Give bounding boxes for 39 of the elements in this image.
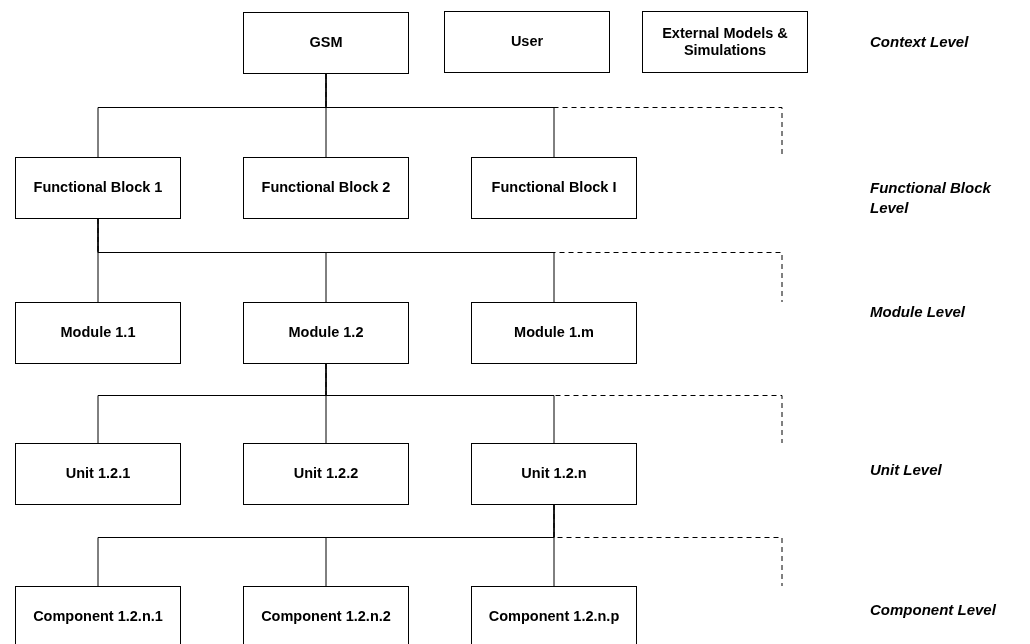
- hierarchy-box: [243, 443, 409, 505]
- box-label: External Models & Simulations: [661, 24, 789, 60]
- hierarchy-box: [243, 586, 409, 644]
- box-label: Component 1.2.n.p: [487, 608, 621, 626]
- hierarchy-box: [243, 302, 409, 364]
- level-label: Context Level: [870, 32, 970, 52]
- level-label: Component Level: [870, 600, 997, 620]
- hierarchy-box: [642, 11, 808, 73]
- box-label: Component 1.2.n.2: [260, 608, 392, 626]
- box-label: User: [509, 33, 545, 51]
- box-label: Component 1.2.n.1: [32, 608, 164, 626]
- box-label: Functional Block I: [490, 179, 618, 197]
- box-label: GSM: [308, 34, 344, 52]
- hierarchy-box: [243, 12, 409, 74]
- box-label: Unit 1.2.1: [64, 465, 132, 483]
- hierarchy-box: [15, 586, 181, 644]
- hierarchy-box: [471, 586, 637, 644]
- connector-line: [325, 73, 555, 158]
- box-label: Module 1.1: [59, 324, 137, 342]
- box-label: Module 1.m: [513, 324, 595, 342]
- box-label: Unit 1.2.2: [292, 465, 360, 483]
- hierarchy-box: [444, 11, 610, 73]
- box-label: Functional Block 2: [260, 179, 392, 197]
- connector-line: [325, 363, 555, 444]
- hierarchy-box: [243, 157, 409, 219]
- connector-line: [553, 504, 555, 587]
- connector-line: [97, 218, 555, 303]
- box-label: Module 1.2: [287, 324, 365, 342]
- hierarchy-box: [15, 443, 181, 505]
- hierarchy-box: [471, 443, 637, 505]
- box-label: Functional Block 1: [32, 179, 164, 197]
- level-label: Module Level: [870, 302, 967, 322]
- level-label: Functional Block Level: [870, 178, 992, 217]
- level-label: Unit Level: [870, 460, 943, 480]
- hierarchy-box: [15, 157, 181, 219]
- hierarchy-box: [471, 302, 637, 364]
- hierarchy-box: [471, 157, 637, 219]
- hierarchy-box: [15, 302, 181, 364]
- box-label: Unit 1.2.n: [520, 465, 588, 483]
